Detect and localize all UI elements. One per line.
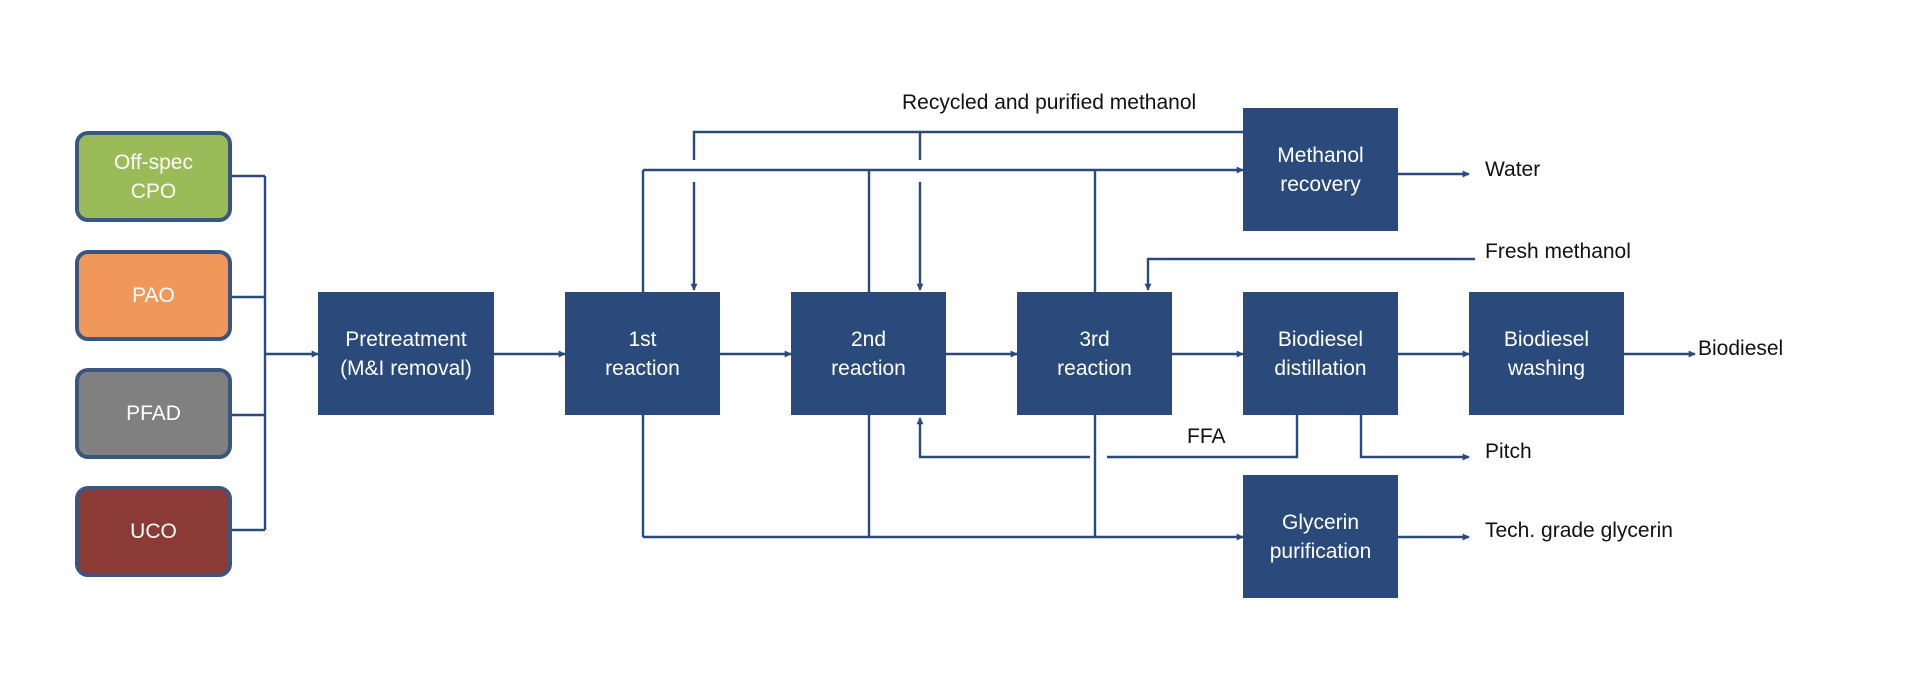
label-fresh-methanol: Fresh methanol [1485,240,1631,263]
pretreatment-block: Pretreatment (M&I removal) [318,292,494,415]
label-ffa: FFA [1187,425,1226,448]
feedstock-pfad: PFAD [75,368,232,459]
arrow-fresh-methanol [1144,257,1475,291]
recycled-methanol-line [692,130,1243,160]
reaction-3-block: 3rd reaction [1017,292,1172,415]
reaction-2-block: 2nd reaction [791,292,946,415]
arrow-ffa-to-r2 [916,417,1090,459]
label-pitch: Pitch [1485,440,1532,463]
methanol-recovery-block: Methanol recovery [1243,108,1398,231]
ffa-line-from-distillation [1107,415,1299,459]
glycerin-purification-block: Glycerin purification [1243,475,1398,598]
feedstock-uco: UCO [75,486,232,577]
feedstock-pao: PAO [75,250,232,341]
feedstock-off-spec-cpo: Off-spec CPO [75,131,232,222]
biodiesel-distillation-block: Biodiesel distillation [1243,292,1398,415]
label-biodiesel: Biodiesel [1698,337,1784,360]
reaction-1-block: 1st reaction [565,292,720,415]
label-recycled-methanol: Recycled and purified methanol [902,91,1197,114]
label-glycerin: Tech. grade glycerin [1485,519,1673,542]
biodiesel-washing-block: Biodiesel washing [1469,292,1624,415]
label-water: Water [1485,158,1541,181]
arrow-pitch-out [1359,415,1470,461]
